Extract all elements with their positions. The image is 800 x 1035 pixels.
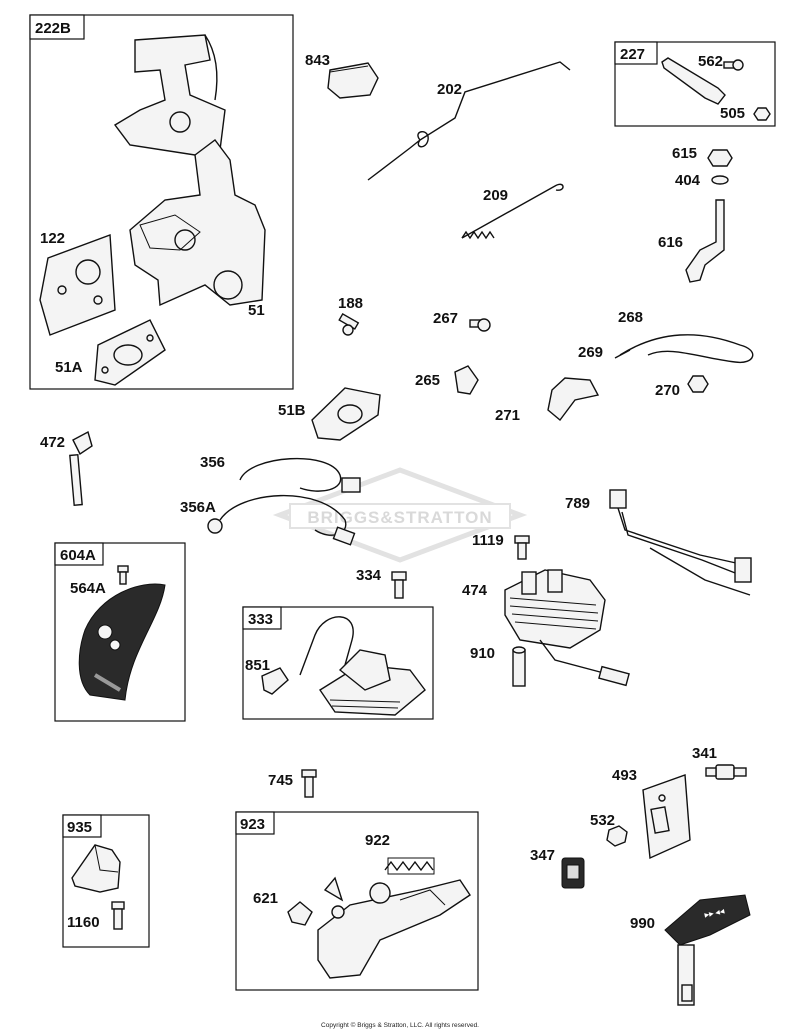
part-265-clamp[interactable]: [454, 365, 479, 395]
part-910-spacer[interactable]: [512, 646, 526, 687]
box-935: 935: [62, 814, 150, 948]
gasket-122[interactable]: [39, 234, 116, 336]
label-270: 270: [655, 382, 680, 399]
label-564A: 564A: [70, 580, 106, 597]
part-202-governor-link[interactable]: [367, 61, 571, 181]
label-616: 616: [658, 234, 683, 251]
label-843: 843: [305, 52, 330, 69]
label-532: 532: [590, 812, 615, 829]
part-209-governor-spring[interactable]: [461, 183, 564, 240]
part-1119-screw[interactable]: [514, 535, 530, 560]
label-910: 910: [470, 645, 495, 662]
label-621: 621: [253, 890, 278, 907]
box-222B: 222B: [29, 14, 294, 390]
box-label-923: 923: [240, 816, 265, 833]
box-923: 923: [235, 811, 479, 991]
label-562: 562: [698, 53, 723, 70]
label-851: 851: [245, 657, 270, 674]
label-789: 789: [565, 495, 590, 512]
governor-control-bracket[interactable]: [113, 34, 266, 307]
label-1119: 1119: [472, 532, 504, 549]
brand-watermark: BRIGGS&STRATTON: [272, 467, 528, 563]
part-356A-wire[interactable]: [207, 494, 356, 546]
label-51A: 51A: [55, 359, 83, 376]
part-505-nut[interactable]: [753, 107, 771, 121]
label-404: 404: [675, 172, 701, 189]
part-493-plate[interactable]: [642, 774, 691, 860]
label-268: 268: [618, 309, 643, 326]
part-990-control-handle[interactable]: ▶▶ ◀◀: [664, 894, 751, 1006]
part-923-control-assembly[interactable]: [317, 876, 471, 979]
part-270-nut[interactable]: [687, 375, 709, 393]
part-562-screw[interactable]: [723, 59, 744, 71]
part-188-screw[interactable]: [338, 312, 360, 336]
label-922: 922: [365, 832, 390, 849]
label-472: 472: [40, 434, 65, 451]
part-935-bracket[interactable]: [71, 844, 121, 893]
box-604A: 604A: [54, 542, 186, 722]
label-271: 271: [495, 407, 520, 424]
copyright-notice: Copyright © Briggs & Stratton, LLC. All …: [321, 1022, 479, 1029]
box-227: 227: [614, 41, 776, 127]
part-347-switch[interactable]: [561, 857, 585, 889]
box-label-333: 333: [248, 611, 273, 628]
part-564A-screw[interactable]: [117, 565, 129, 585]
box-label-935: 935: [67, 819, 92, 836]
part-268-cable[interactable]: [614, 334, 754, 364]
part-604A-shroud[interactable]: [78, 583, 166, 701]
part-616-lever[interactable]: [685, 199, 725, 283]
gasket-51B[interactable]: [311, 387, 381, 441]
label-505: 505: [720, 105, 745, 122]
label-51B: 51B: [278, 402, 306, 419]
part-745-screw[interactable]: [301, 769, 317, 798]
label-269: 269: [578, 344, 603, 361]
part-341-fitting[interactable]: [705, 764, 747, 780]
label-493: 493: [612, 767, 637, 784]
part-621-clip[interactable]: [287, 901, 313, 926]
part-267-screw[interactable]: [469, 318, 491, 332]
label-356: 356: [200, 454, 225, 471]
label-356A: 356A: [180, 499, 216, 516]
part-851-spark-plug-cap[interactable]: [261, 667, 289, 695]
label-990: 990: [630, 915, 655, 932]
label-122: 122: [40, 230, 65, 247]
part-227-lever[interactable]: [661, 57, 726, 105]
label-267: 267: [433, 310, 458, 327]
part-922-spring[interactable]: [384, 857, 435, 875]
watermark-text: BRIGGS&STRATTON: [307, 508, 492, 527]
label-745: 745: [268, 772, 293, 789]
part-474-alternator[interactable]: [504, 569, 630, 687]
part-271-lever[interactable]: [547, 377, 600, 422]
part-532-nut[interactable]: [606, 825, 628, 847]
part-615-nut[interactable]: [707, 149, 733, 167]
box-333: 333: [242, 606, 434, 720]
part-404-washer[interactable]: [711, 175, 729, 185]
gasket-51A[interactable]: [94, 319, 166, 386]
label-51: 51: [248, 302, 265, 319]
part-843-bushing[interactable]: [327, 62, 379, 99]
part-356-wire[interactable]: [239, 457, 361, 493]
label-188: 188: [338, 295, 363, 312]
part-334-screw[interactable]: [391, 571, 407, 599]
label-209: 209: [483, 187, 508, 204]
part-472-dipstick[interactable]: [69, 430, 93, 507]
label-334: 334: [356, 567, 382, 584]
label-1160: 1160: [67, 914, 100, 931]
box-label-227: 227: [620, 46, 645, 63]
label-615: 615: [672, 145, 697, 162]
label-341: 341: [692, 745, 717, 762]
box-label-222B: 222B: [35, 20, 71, 37]
part-789-wire-harness[interactable]: [609, 489, 752, 596]
svg-text:▶▶ ◀◀: ▶▶ ◀◀: [704, 909, 725, 919]
part-1160-screw[interactable]: [111, 901, 125, 930]
label-347: 347: [530, 847, 555, 864]
label-474: 474: [462, 582, 488, 599]
label-265: 265: [415, 372, 440, 389]
part-333-ignition-armature[interactable]: [299, 616, 426, 716]
label-202: 202: [437, 81, 462, 98]
box-label-604A: 604A: [60, 547, 96, 564]
